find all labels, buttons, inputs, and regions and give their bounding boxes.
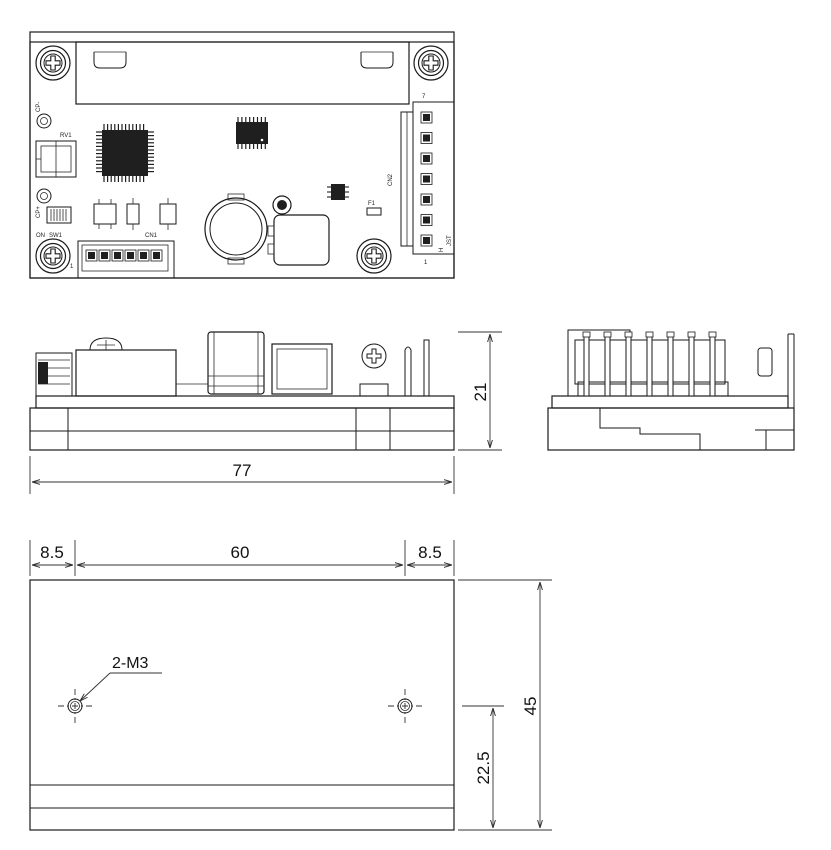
bottom-plate xyxy=(29,579,455,831)
silk-cp-plus: CP+ xyxy=(36,206,42,218)
round-component xyxy=(272,195,292,215)
mounting-hole-right-icon xyxy=(388,689,422,723)
pcb-board xyxy=(29,41,455,279)
end-side-view xyxy=(547,329,795,451)
silk-h: H xyxy=(439,248,445,252)
ic-soic xyxy=(236,117,268,149)
silk-cp-minus: CP- xyxy=(36,102,42,112)
connector-cn1 xyxy=(77,240,175,279)
mcu-chip xyxy=(96,124,154,182)
silk-cn1-pin1: 1 xyxy=(70,264,74,270)
silk-cn2: CN2 xyxy=(388,173,394,186)
silk-f1: F1 xyxy=(368,201,376,207)
connector-cn2 xyxy=(412,101,455,255)
end-pcb xyxy=(551,395,789,409)
dim-hole-spacing: 60 xyxy=(231,543,250,562)
screw-bottom-left-icon xyxy=(35,238,71,274)
bottom-view: 2-M3 8.5 60 8.5 45 22.5 xyxy=(29,540,552,831)
silk-jst: JST xyxy=(447,235,453,246)
front-side-view xyxy=(29,331,455,451)
inductor xyxy=(273,214,330,266)
front-capacitor xyxy=(207,331,265,395)
test-point-cp-minus xyxy=(36,113,52,129)
switch-sw1 xyxy=(46,206,72,224)
front-pcb xyxy=(35,395,455,409)
dim-length-value: 77 xyxy=(233,461,252,480)
dim-left-offset: 8.5 xyxy=(40,543,64,562)
screw-bottom-right-icon xyxy=(356,238,392,274)
dim-width: 45 xyxy=(521,697,540,716)
silk-sw1: SW1 xyxy=(49,233,63,239)
electrolytic-capacitor xyxy=(204,197,268,261)
ic-small xyxy=(331,184,345,200)
silk-cn1: CN1 xyxy=(145,233,158,239)
dimension-length: 77 xyxy=(29,456,455,494)
silk-on: ON xyxy=(36,233,45,239)
hole-callout: 2-M3 xyxy=(112,655,149,672)
dim-height-value: 21 xyxy=(471,383,490,402)
test-point-cp-plus xyxy=(36,188,52,204)
screw-top-right-icon xyxy=(413,45,449,81)
upper-bracket xyxy=(75,41,410,105)
top-view: CP- RV1 CP+ ON SW1 xyxy=(29,31,455,279)
silk-rv1: RV1 xyxy=(60,133,72,139)
fuse-f1 xyxy=(366,207,382,216)
screw-top-left-icon xyxy=(35,45,71,81)
dim-hole-height: 22.5 xyxy=(474,751,493,784)
mounting-hole-left-icon xyxy=(58,689,92,723)
silk-cn2-pin7: 7 xyxy=(422,94,426,100)
silk-cn2-pin1: 1 xyxy=(424,260,428,266)
dimension-height: 21 xyxy=(458,331,502,451)
dim-right-offset: 8.5 xyxy=(418,543,442,562)
small-components xyxy=(93,198,177,230)
